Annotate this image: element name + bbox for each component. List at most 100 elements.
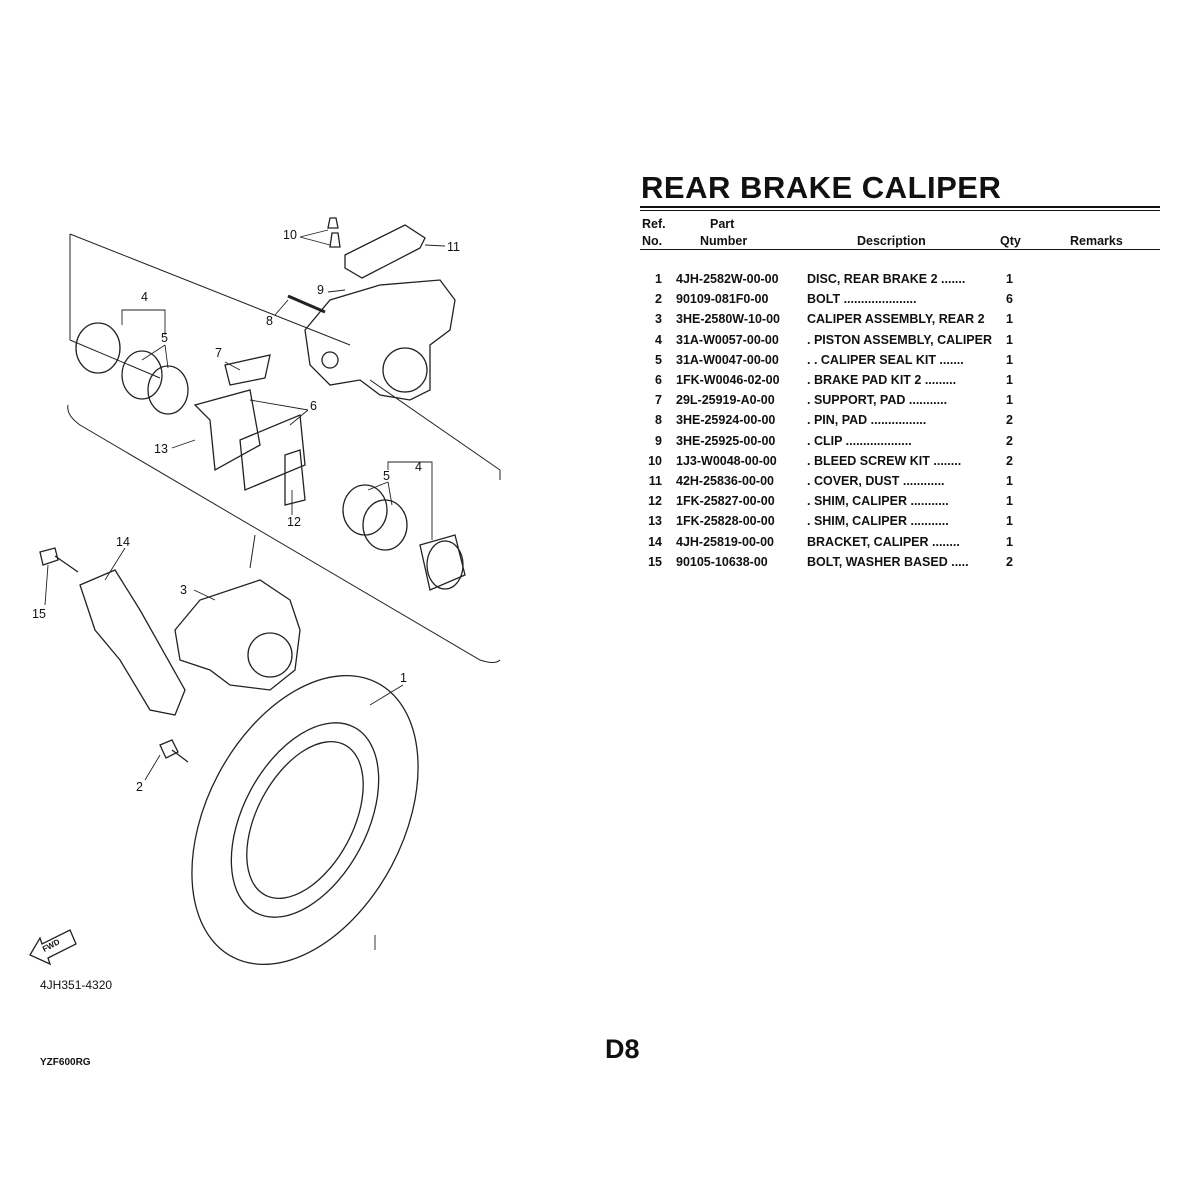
- header-part-bottom: Number: [700, 234, 748, 248]
- quantity: 1: [1006, 373, 1013, 387]
- description: BOLT, WASHER BASED .....: [807, 554, 969, 569]
- description: . SHIM, CALIPER ...........: [807, 514, 949, 529]
- part-number: 4JH-2582W-00-00: [676, 272, 779, 286]
- ref-no: 9: [655, 433, 662, 448]
- callout-13: 13: [154, 442, 168, 456]
- callout-15: 15: [32, 607, 46, 621]
- header-ref-bottom: No.: [642, 234, 663, 248]
- quantity: 1: [1006, 332, 1013, 347]
- ref-no: 14: [648, 534, 662, 549]
- description: . PISTON ASSEMBLY, CALIPER: [807, 332, 992, 347]
- drawing-code: 4JH351-4320: [40, 978, 113, 992]
- quantity: 1: [1006, 514, 1013, 529]
- quantity: 2: [1006, 554, 1013, 569]
- assembly-boundary: [67, 233, 501, 663]
- table-row: 14 4JH-25819-00-00 BRACKET, CALIPER ......…: [640, 535, 1160, 555]
- quantity: 1: [1006, 494, 1013, 509]
- header-rule: [640, 249, 1160, 250]
- part-number: 1FK-25827-00-00: [676, 494, 775, 509]
- table-row: 9 3HE-25925-00-00 . CLIP .................…: [640, 434, 1160, 454]
- ref-no: 13: [648, 514, 662, 529]
- description: DISC, REAR BRAKE 2 .......: [807, 272, 966, 286]
- part-number: 90105-10638-00: [676, 554, 768, 569]
- callout-5: 5: [161, 331, 168, 345]
- quantity: 1: [1006, 474, 1013, 488]
- quantity: 6: [1006, 292, 1013, 307]
- callout-5b: 5: [383, 469, 390, 483]
- ref-no: 12: [648, 494, 662, 509]
- callout-1: 1: [400, 671, 407, 685]
- part-number: 1FK-25828-00-00: [676, 514, 775, 529]
- quantity: 1: [1006, 393, 1013, 408]
- description: . SHIM, CALIPER ...........: [807, 494, 949, 509]
- fwd-arrow-icon: [29, 929, 77, 966]
- ref-no: 6: [655, 373, 662, 387]
- callout-4: 4: [141, 290, 148, 304]
- model-code: YZF600RG: [40, 1057, 91, 1068]
- ref-no: 15: [648, 554, 662, 569]
- part-number: 31A-W0057-00-00: [676, 332, 779, 347]
- part-number: 3HE-25925-00-00: [676, 433, 776, 448]
- callout-9: 9: [317, 283, 324, 297]
- callout-7: 7: [215, 346, 222, 360]
- quantity: 2: [1006, 453, 1013, 468]
- callout-14: 14: [116, 535, 130, 549]
- callout-leaders: [44, 229, 446, 950]
- caliper-assembly: [174, 579, 301, 691]
- description: BOLT .....................: [807, 292, 917, 307]
- brake-pad: [239, 414, 306, 491]
- description: . . CALIPER SEAL KIT .......: [807, 352, 964, 367]
- part-number: 90109-081F0-00: [676, 292, 769, 307]
- callout-12: 12: [287, 515, 301, 529]
- table-row: 1 4JH-2582W-00-00 DISC, REAR BRAKE 2 .....…: [640, 272, 1160, 292]
- header-remarks: Remarks: [1070, 234, 1123, 248]
- title-rule: [640, 206, 1160, 208]
- dust-cover: [344, 224, 426, 279]
- pad-pin: [287, 294, 326, 314]
- callout-10: 10: [283, 228, 297, 242]
- table-row: 8 3HE-25924-00-00 . PIN, PAD .............…: [640, 413, 1160, 433]
- part-number: 3HE-2580W-10-00: [676, 312, 780, 327]
- quantity: 2: [1006, 413, 1013, 428]
- quantity: 1: [1006, 534, 1013, 549]
- description: . BRAKE PAD KIT 2 .........: [807, 373, 957, 387]
- description: . SUPPORT, PAD ...........: [807, 393, 948, 408]
- ref-no: 10: [648, 453, 662, 468]
- ref-no: 8: [655, 413, 662, 428]
- title-rule-thin: [640, 210, 1160, 211]
- quantity: 1: [1006, 272, 1013, 286]
- description: . COVER, DUST ............: [807, 474, 945, 488]
- caliper-upper: [304, 279, 456, 401]
- part-number: 31A-W0047-00-00: [676, 352, 779, 367]
- callout-4b: 4: [415, 460, 422, 474]
- brake-disc: [191, 674, 419, 966]
- table-row: 13 1FK-25828-00-00 . SHIM, CALIPER .......…: [640, 514, 1160, 534]
- description: . BLEED SCREW KIT ........: [807, 453, 962, 468]
- part-number: 3HE-25924-00-00: [676, 413, 776, 428]
- quantity: 2: [1006, 433, 1013, 448]
- table-row: 12 1FK-25827-00-00 . SHIM, CALIPER .......…: [640, 494, 1160, 514]
- ref-no: 7: [655, 393, 662, 408]
- description: . CLIP ...................: [807, 433, 912, 448]
- caliper-bracket: [79, 569, 186, 716]
- part-number: 4JH-25819-00-00: [676, 534, 774, 549]
- quantity: 1: [1006, 312, 1013, 327]
- ref-no: 2: [655, 292, 662, 307]
- table-row: 2 90109-081F0-00 BOLT ....................…: [640, 292, 1160, 312]
- part-number: 42H-25836-00-00: [676, 474, 774, 488]
- page-title: REAR BRAKE CALIPER: [641, 170, 1002, 205]
- description: BRACKET, CALIPER ........: [807, 534, 960, 549]
- description: CALIPER ASSEMBLY, REAR 2: [807, 312, 985, 327]
- callout-6: 6: [310, 399, 317, 413]
- ref-no: 5: [655, 352, 662, 367]
- ref-no: 1: [655, 272, 662, 286]
- header-ref-top: Ref.: [642, 217, 666, 231]
- description: . PIN, PAD ................: [807, 413, 927, 428]
- header-description: Description: [857, 234, 926, 248]
